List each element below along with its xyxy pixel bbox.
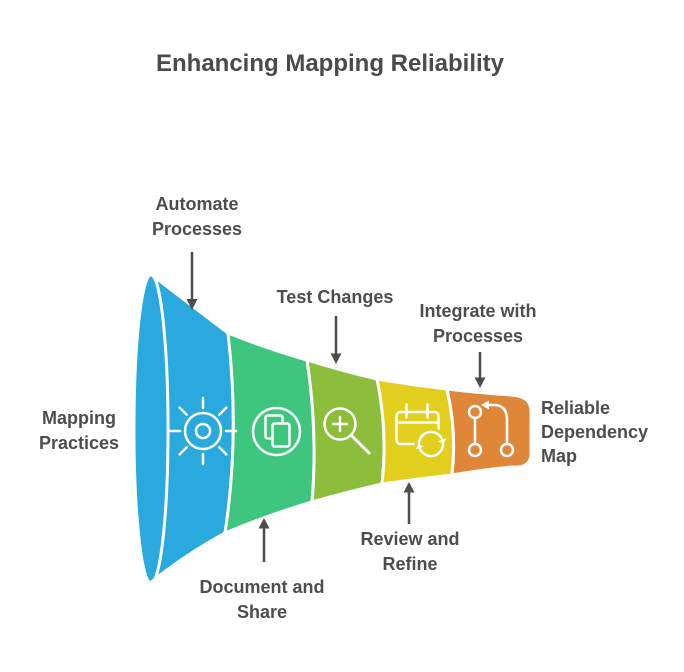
label-line: Dependency — [541, 422, 649, 442]
label-line: Integrate with — [419, 301, 537, 321]
label-integrate-with-processes: Integrate with Processes — [419, 299, 536, 349]
label-automate-processes: Automate Processes — [152, 192, 242, 242]
label-line: Document and — [199, 577, 325, 597]
label-reliable-dependency-map: Reliable Dependency Map — [541, 396, 648, 468]
label-line: Reliable — [541, 398, 611, 418]
label-document-and-share: Document and Share — [199, 575, 324, 625]
arrow-automate — [186, 252, 198, 310]
label-line: Review and — [360, 529, 460, 549]
funnel-stage-test — [305, 358, 386, 504]
label-test-changes: Test Changes — [277, 285, 394, 310]
page-title: Enhancing Mapping Reliability — [155, 50, 505, 77]
label-line: Processes — [151, 219, 243, 239]
arrow-document — [258, 518, 270, 562]
sun-gear-icon — [168, 396, 238, 466]
funnel-stage-review — [375, 377, 456, 486]
funnel-stage-automate — [132, 273, 235, 585]
label-mapping-practices: Mapping Practices — [39, 406, 119, 456]
magnifier-plus-icon — [323, 407, 371, 455]
label-review-and-refine: Review and Refine — [360, 527, 459, 577]
label-line: Test Changes — [276, 287, 394, 307]
label-line: Share — [236, 602, 288, 622]
label-line: Mapping — [42, 408, 116, 428]
arrow-review — [403, 482, 415, 524]
label-line: Practices — [38, 433, 120, 453]
label-line: Refine — [382, 554, 438, 574]
copy-icon — [251, 406, 302, 457]
git-branch-arrow-icon — [467, 400, 515, 458]
arrow-test-changes — [330, 316, 342, 364]
arrow-integrate — [474, 352, 486, 388]
funnel-stage-document — [223, 331, 316, 535]
label-line: Automate — [155, 194, 239, 214]
label-line: Map — [541, 446, 577, 466]
calendar-sync-icon — [395, 403, 448, 461]
funnel-mouth-rim — [149, 273, 170, 585]
label-line: Processes — [432, 326, 524, 346]
